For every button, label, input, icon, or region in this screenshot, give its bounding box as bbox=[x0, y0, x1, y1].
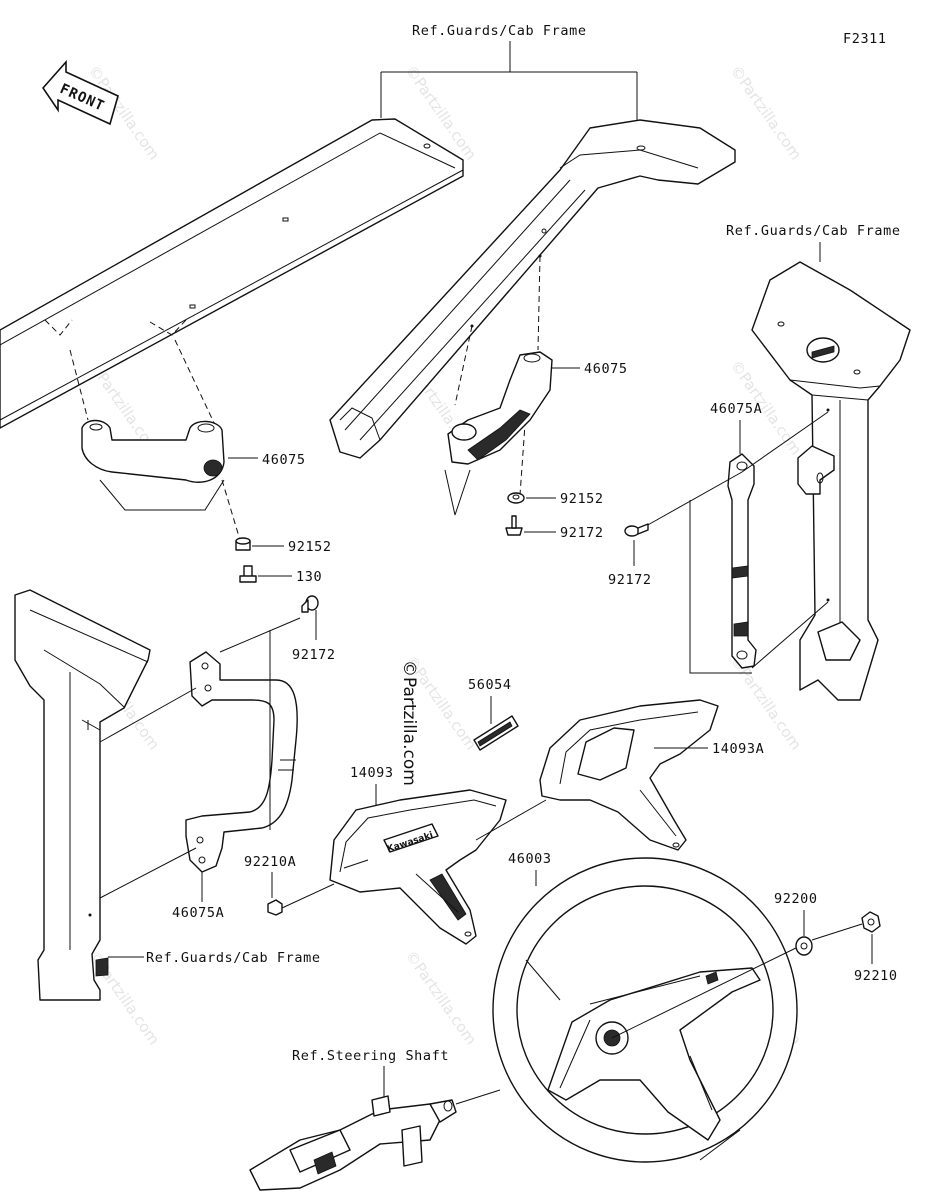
part-46003: 46003 bbox=[508, 851, 552, 867]
screw-92172-center bbox=[505, 515, 523, 536]
grip-46075-center bbox=[447, 351, 553, 465]
part-92172-center: 92172 bbox=[560, 525, 604, 541]
watermark: ©Partzilla.com bbox=[727, 652, 805, 753]
part-46075-left: 46075 bbox=[262, 452, 306, 468]
part-130: 130 bbox=[296, 569, 322, 585]
leader-line bbox=[380, 41, 638, 120]
screw-92172-left bbox=[301, 595, 319, 613]
part-92152-left: 92152 bbox=[288, 539, 332, 555]
part-92172-left: 92172 bbox=[292, 647, 336, 663]
part-92200: 92200 bbox=[774, 891, 818, 907]
leader-line bbox=[281, 883, 335, 909]
cab-frame-pillar-left bbox=[14, 589, 151, 1001]
ref-guards-left-label: Ref.Guards/Cab Frame bbox=[146, 950, 321, 966]
watermark: ©Partzilla.com bbox=[402, 947, 480, 1048]
emblem-56054 bbox=[473, 715, 519, 751]
hole-marker bbox=[538, 254, 542, 258]
collar-92152-left bbox=[235, 537, 251, 551]
leader-line bbox=[99, 479, 225, 511]
cover-14093: Kawasaki bbox=[329, 789, 507, 945]
part-92152-center: 92152 bbox=[560, 491, 604, 507]
leader-line bbox=[811, 923, 863, 941]
part-46075a-left-lower: 46075A bbox=[172, 905, 224, 921]
ref-guards-right-label: Ref.Guards/Cab Frame bbox=[726, 223, 901, 239]
ref-guards-top-label: Ref.Guards/Cab Frame bbox=[412, 23, 587, 39]
leader-line bbox=[221, 479, 241, 541]
bolt-130 bbox=[239, 565, 257, 583]
cab-frame-rail-center bbox=[329, 119, 736, 459]
screw-92172-right bbox=[624, 523, 649, 537]
hole-marker bbox=[470, 324, 474, 328]
steering-shaft bbox=[249, 1095, 457, 1191]
part-92210: 92210 bbox=[854, 968, 898, 984]
nut-92210 bbox=[861, 911, 881, 933]
roof-panel-left bbox=[0, 118, 464, 429]
copyright-vertical: ©Partzilla.com bbox=[399, 660, 419, 786]
watermark: ©Partzilla.com bbox=[727, 62, 805, 163]
grip-46075a-left-lower bbox=[185, 651, 298, 873]
leader-line bbox=[455, 1089, 501, 1105]
part-46075-center: 46075 bbox=[584, 361, 628, 377]
ref-steering-shaft-label: Ref.Steering Shaft bbox=[292, 1048, 449, 1064]
grip-46075-left bbox=[81, 419, 225, 483]
part-46075a-right: 46075A bbox=[710, 401, 762, 417]
cover-14093a bbox=[539, 699, 719, 851]
leader-line bbox=[444, 469, 471, 516]
washer-92200 bbox=[795, 936, 813, 956]
leader-line bbox=[645, 411, 829, 674]
part-92172-right: 92172 bbox=[608, 572, 652, 588]
part-92210a: 92210A bbox=[244, 854, 296, 870]
hole-marker bbox=[826, 598, 830, 602]
leader-line bbox=[611, 945, 801, 1039]
grip-46075a-right bbox=[727, 453, 757, 669]
part-14093: 14093 bbox=[350, 765, 394, 781]
steering-wheel-46003 bbox=[492, 857, 798, 1163]
figure-id: F2311 bbox=[843, 31, 887, 47]
nut-92210a bbox=[267, 899, 283, 916]
leader-line bbox=[99, 617, 301, 899]
hole-marker bbox=[826, 408, 830, 412]
collar-92152-center bbox=[507, 492, 525, 504]
leader-line bbox=[475, 799, 547, 841]
cab-frame-pillar-right bbox=[751, 261, 911, 701]
part-14093a: 14093A bbox=[712, 741, 764, 757]
part-56054: 56054 bbox=[468, 677, 512, 693]
